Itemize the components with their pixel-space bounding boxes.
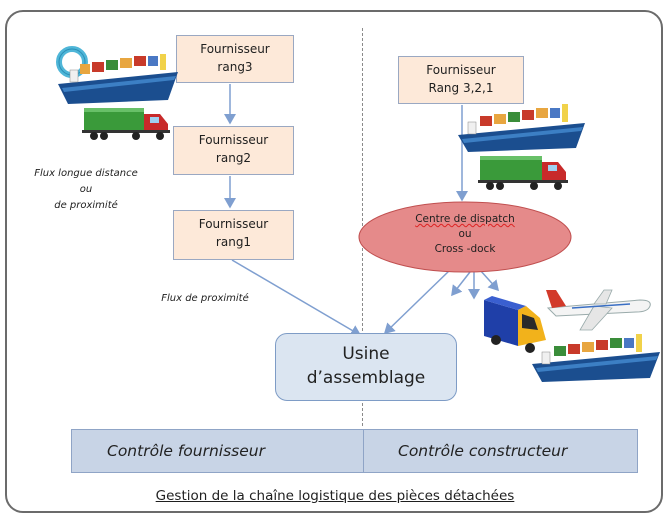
dispatch-line3: Cross -dock bbox=[434, 243, 496, 255]
supplier-rang1: Fournisseur rang1 bbox=[173, 210, 294, 260]
dispatch-ellipse bbox=[358, 201, 572, 273]
dispatch-center-label: Centre de dispatch ou Cross -dock bbox=[360, 212, 570, 257]
van-icon bbox=[484, 296, 546, 353]
supplier-rang1-line2: rang1 bbox=[215, 235, 252, 249]
supplier-rang2: Fournisseur rang2 bbox=[173, 126, 294, 175]
dispatch-line2: ou bbox=[458, 228, 472, 240]
supplier-rang321-line1: Fournisseur bbox=[426, 63, 496, 77]
supplier-rang2-line1: Fournisseur bbox=[198, 133, 269, 147]
dispatch-line1: Centre de dispatch bbox=[415, 213, 515, 225]
supplier-rang1-line1: Fournisseur bbox=[198, 217, 269, 231]
control-manufacturer-label: Contrôle constructeur bbox=[398, 442, 568, 460]
truck-icon bbox=[478, 156, 568, 190]
note-long-distance-line1: Flux longue distance bbox=[34, 168, 138, 179]
note-long-distance-line3: de proximité bbox=[54, 200, 118, 211]
supplier-rang2-line2: rang2 bbox=[215, 151, 252, 165]
note-long-distance: Flux longue distance ou de proximité bbox=[22, 166, 150, 214]
supplier-rang321-line2: Rang 3,2,1 bbox=[428, 81, 494, 95]
arrow-dispatch-out-3 bbox=[479, 269, 500, 292]
control-separator bbox=[363, 430, 364, 472]
supplier-rang3-line2: rang3 bbox=[217, 60, 253, 74]
plant-line2: d’assemblage bbox=[306, 368, 426, 388]
truck-icon bbox=[82, 108, 170, 140]
supplier-rang3-line1: Fournisseur bbox=[200, 42, 270, 56]
plant-line1: Usine bbox=[342, 344, 390, 364]
diagram-caption: Gestion de la chaîne logistique des pièc… bbox=[155, 488, 515, 504]
assembly-plant: Usine d’assemblage bbox=[275, 333, 457, 401]
arrow-rang1-plant bbox=[231, 259, 362, 336]
cargo-ship-icon bbox=[532, 334, 660, 382]
note-long-distance-line2: ou bbox=[79, 184, 93, 195]
control-bar: Contrôle fournisseur Contrôle constructe… bbox=[71, 429, 638, 473]
arrow-dispatch-plant bbox=[383, 269, 451, 335]
supplier-rang321: Fournisseur Rang 3,2,1 bbox=[398, 56, 524, 104]
airplane-icon bbox=[546, 289, 651, 331]
cargo-ship-icon bbox=[58, 54, 178, 104]
note-proximity: Flux de proximité bbox=[161, 293, 249, 304]
supplier-rang3: Fournisseur rang3 bbox=[176, 35, 294, 83]
cargo-ship-icon bbox=[458, 104, 585, 152]
control-supplier-label: Contrôle fournisseur bbox=[107, 442, 265, 460]
arrow-dispatch-out-1 bbox=[451, 271, 471, 297]
